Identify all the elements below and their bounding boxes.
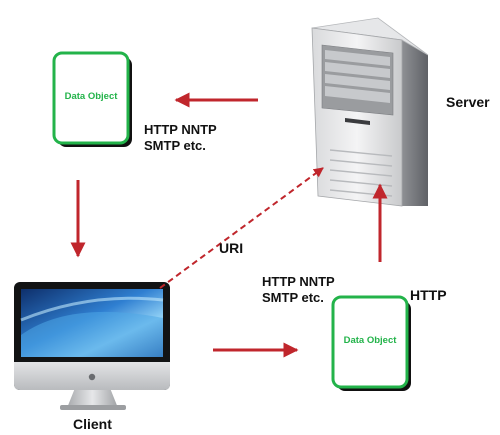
client-computer-icon (14, 282, 170, 410)
data-object-bottom-document (331, 295, 411, 391)
client-label: Client (73, 416, 112, 432)
data-object-top-document (52, 51, 132, 147)
protocols-top-line2: SMTP etc. (144, 138, 206, 153)
protocols-bottom-line2: SMTP etc. (262, 290, 324, 305)
protocols-top-line1: HTTP NNTP (144, 122, 217, 137)
uri-label: URI (219, 240, 244, 256)
data-object-bottom-label: Data Object (343, 335, 397, 346)
server-icon (311, 17, 429, 207)
http-label: HTTP (410, 287, 447, 303)
protocols-bottom-line1: HTTP NNTP (262, 274, 335, 289)
arrow-client-to-server-uri (159, 167, 324, 289)
server-label: Server (446, 94, 490, 110)
data-object-top-label: Data Object (64, 91, 118, 102)
